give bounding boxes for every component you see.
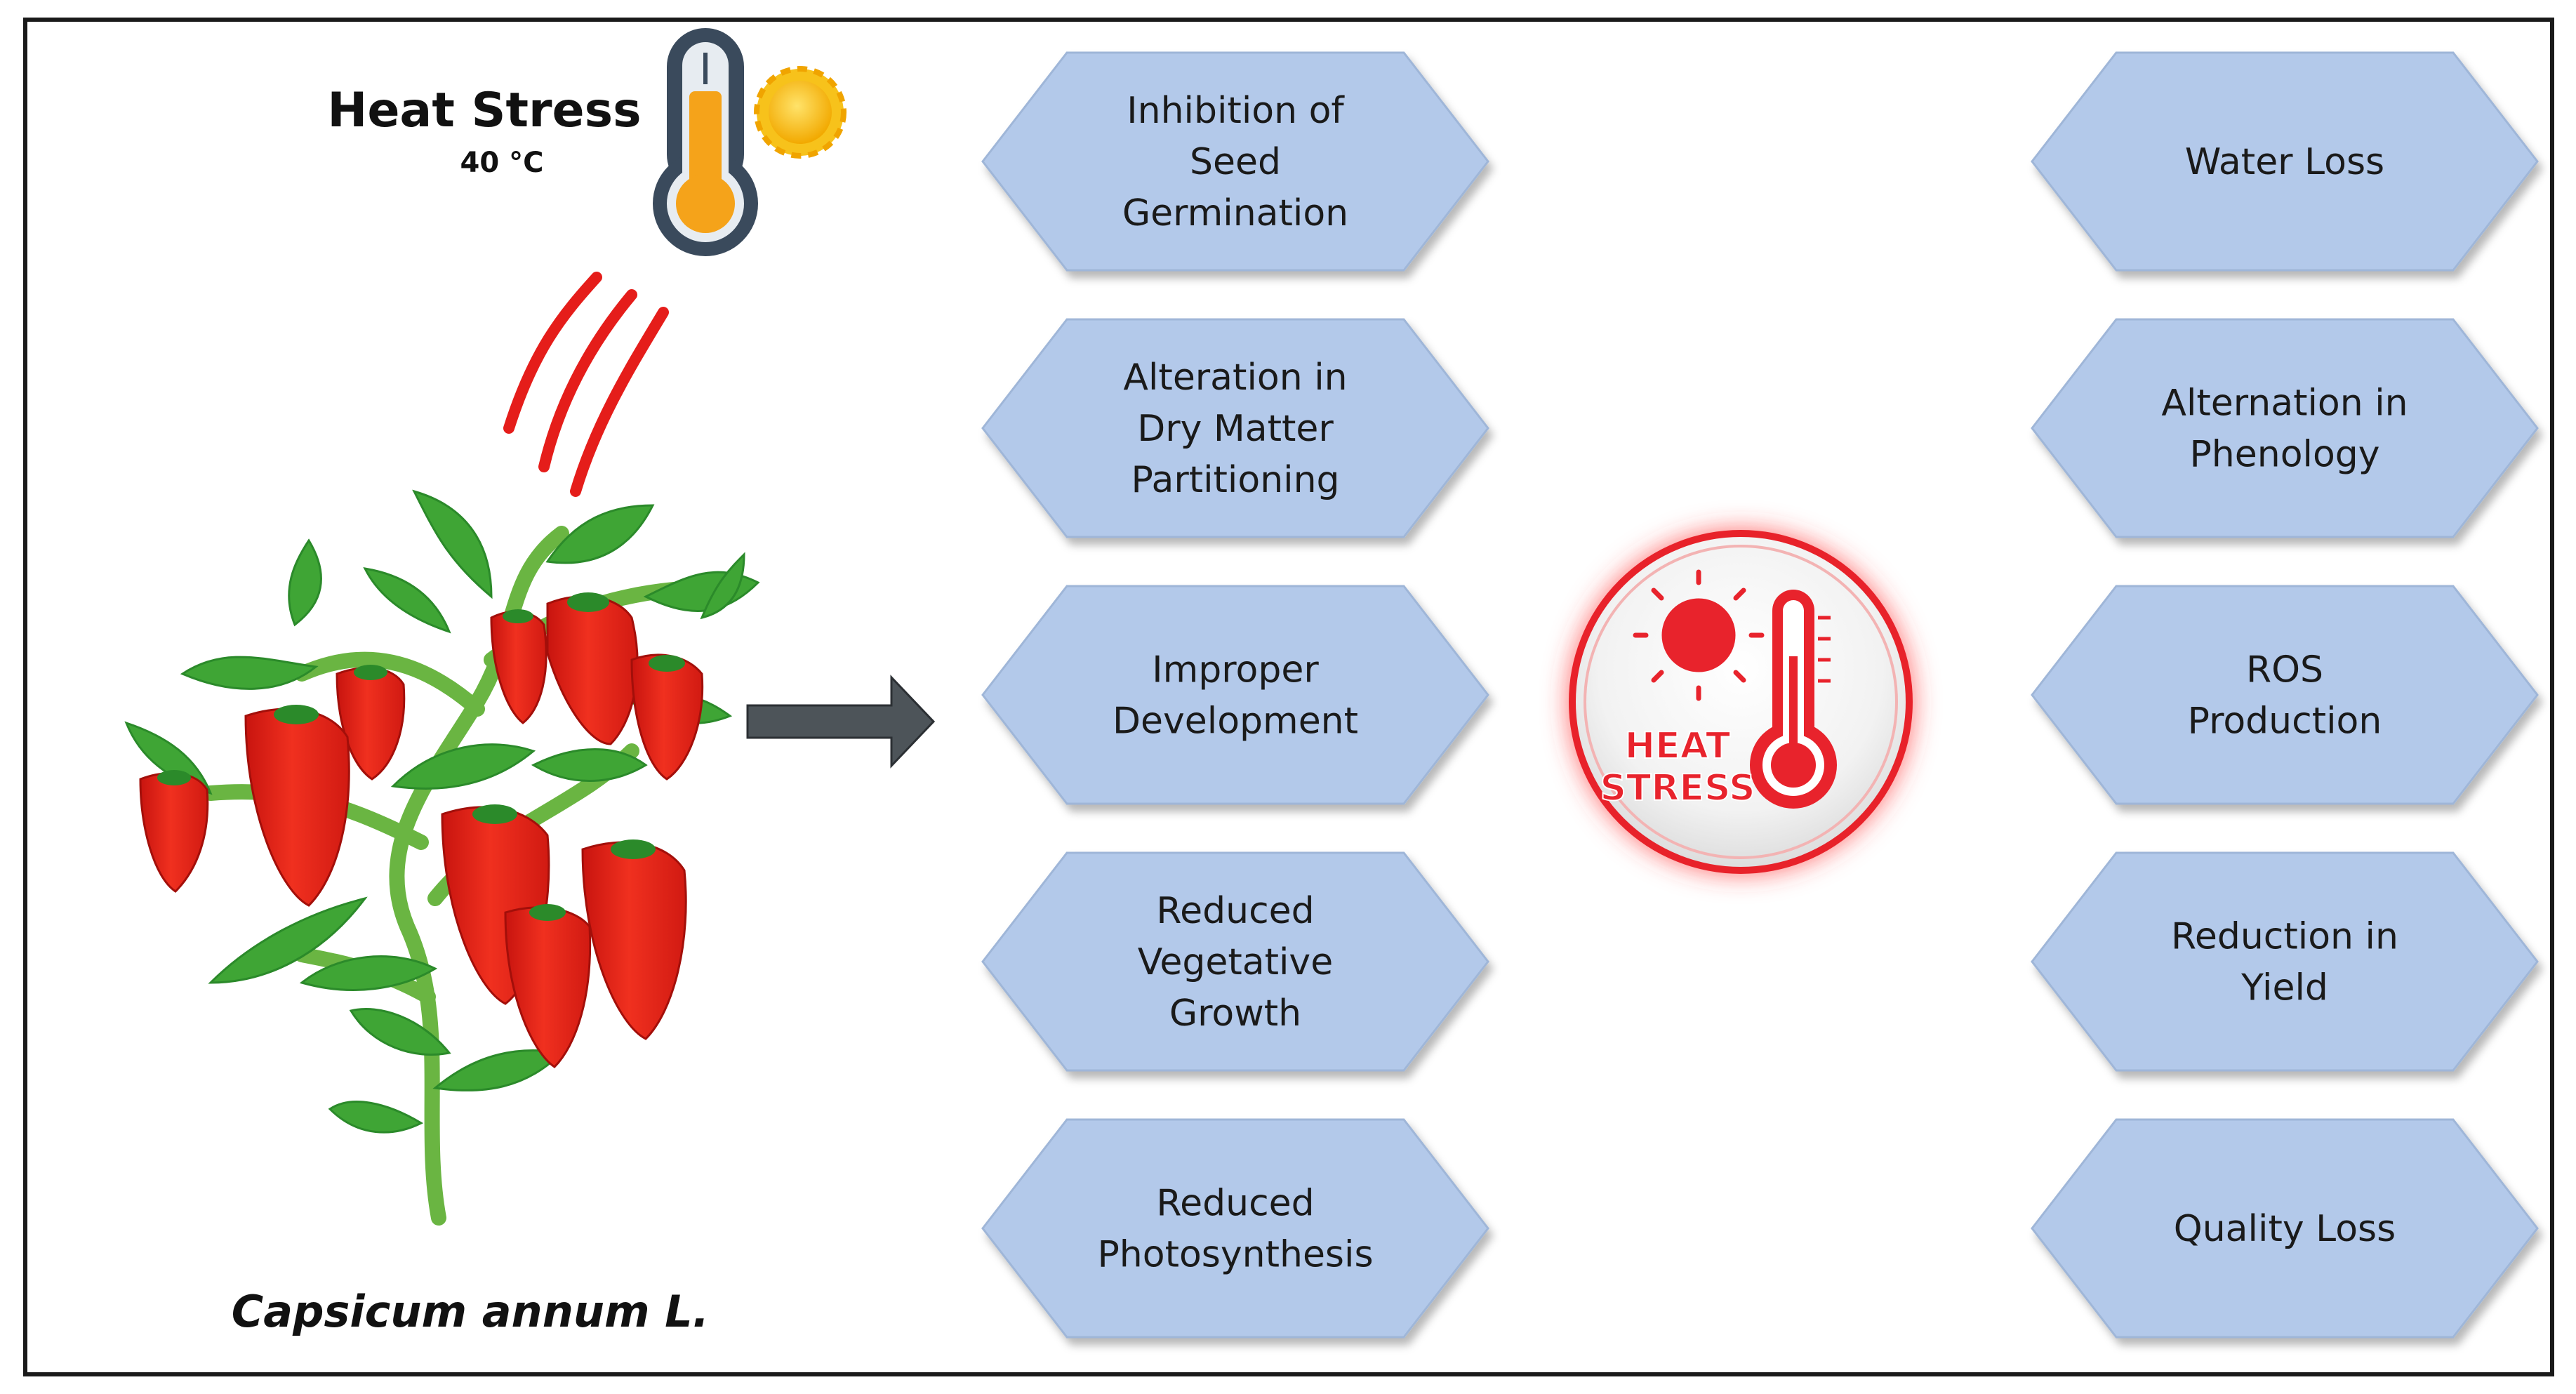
effect-label-line: Germination (1122, 192, 1348, 234)
heat-stress-title: Heat Stress (327, 83, 641, 138)
effect-label-line: Quality Loss (2174, 1208, 2396, 1250)
right-effect-hexagon: Reduction in Yield (2031, 851, 2539, 1072)
badge-heat-text: HEAT (1625, 725, 1731, 767)
hexagon-shape (981, 318, 1489, 538)
effect-label-line: Partitioning (1131, 459, 1339, 501)
pepper-plant-illustration (124, 489, 760, 1226)
effect-label-line: Growth (1169, 993, 1301, 1035)
effect-label-line: Alternation in (2161, 383, 2408, 425)
heat-stress-badge: HEAT STRESS (1569, 530, 1913, 874)
hexagon-shape (2031, 585, 2539, 805)
right-effect-hexagon: Alternation in Phenology (2031, 318, 2539, 538)
hexagon-shape (981, 51, 1489, 272)
effect-label-line: Improper (1152, 649, 1319, 691)
heat-stress-temperature: 40 °C (460, 147, 544, 179)
effect-label-line: Reduced (1156, 1183, 1314, 1225)
heat-waves-icon (503, 272, 669, 497)
hexagon-shape (2031, 51, 2539, 272)
sun-icon (1633, 569, 1765, 701)
right-effect-hexagon: Water Loss (2031, 51, 2539, 272)
effect-label-line: ROS (2246, 649, 2323, 691)
badge-thermometer-icon (1750, 590, 1837, 809)
effect-label-line: Inhibition of (1127, 90, 1345, 132)
badge-stress-text: STRESS (1600, 767, 1755, 809)
effect-label-line: Seed (1190, 141, 1281, 183)
effect-label-line: Reduction in (2171, 916, 2398, 958)
effect-label-line: Dry Matter (1137, 408, 1334, 450)
effect-label-line: Development (1113, 701, 1358, 743)
effect-label-line: Production (2188, 701, 2382, 743)
effect-label-line: Vegetative (1138, 941, 1333, 983)
effect-label-line: Reduced (1156, 890, 1314, 932)
hexagon-shape (2031, 851, 2539, 1072)
effect-label-line: Yield (2240, 967, 2328, 1009)
right-effect-hexagon: ROS Production (2031, 585, 2539, 805)
effect-label-line: Phenology (2189, 434, 2379, 476)
right-effect-hexagon: Quality Loss (2031, 1118, 2539, 1339)
thermometer-icon (653, 28, 758, 256)
effect-label-line: Alteration in (1123, 357, 1347, 399)
right-arrow-icon (746, 675, 936, 769)
hexagon-shape (981, 851, 1489, 1072)
hexagon-shape (2031, 1118, 2539, 1339)
effect-label-line: Water Loss (2185, 141, 2384, 183)
hexagon-shape (981, 585, 1489, 805)
plant-species-label: Capsicum annum L. (232, 1286, 709, 1337)
hexagon-shape (2031, 318, 2539, 538)
sun-icon (754, 66, 847, 159)
hexagon-shape (981, 1118, 1489, 1339)
effect-label-line: Photosynthesis (1097, 1234, 1373, 1276)
